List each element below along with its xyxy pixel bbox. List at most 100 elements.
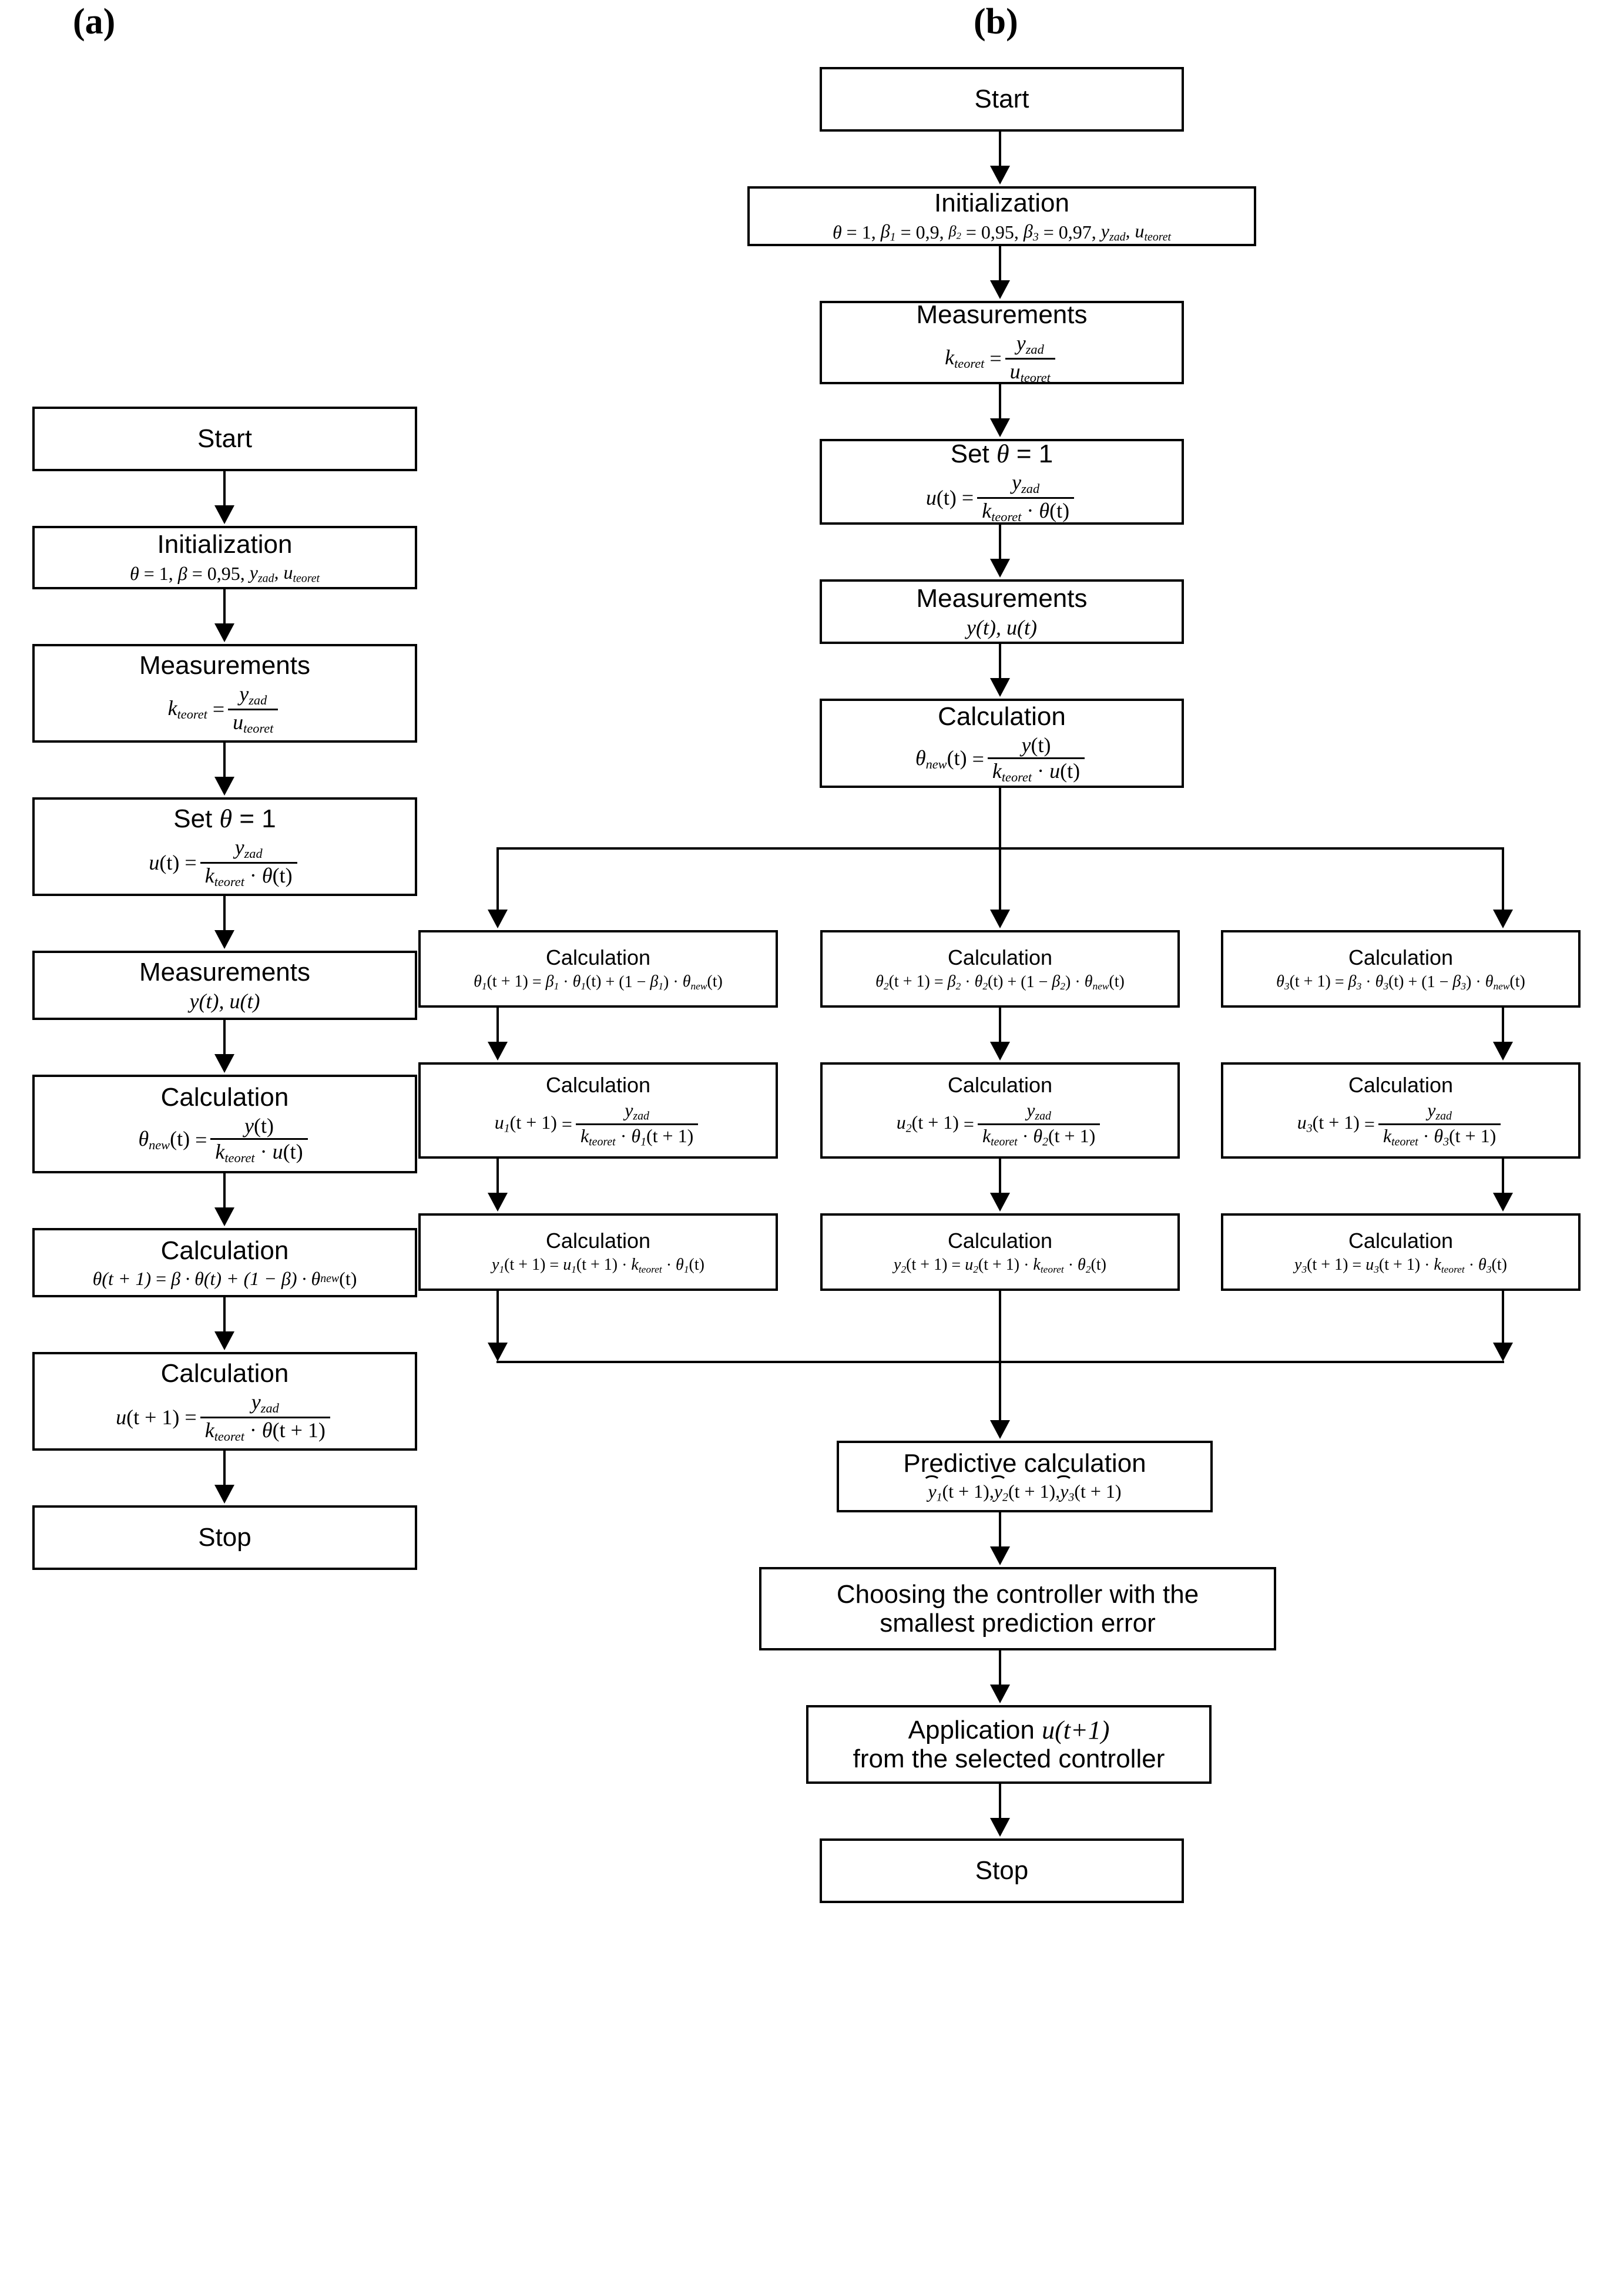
panel-a-caption: (a) (73, 2, 116, 42)
node-b-initialization-formula: θ = 1, β1 = 0,9, β2 = 0,95, β3 = 0,97, y… (832, 220, 1172, 244)
arrowhead-b3-2 (1493, 1193, 1513, 1212)
node-b-predictive-calculation-formula: y1(t + 1), y2(t + 1), y3(t + 1) (928, 1480, 1122, 1504)
node-b1-y-calculation[interactable]: Calculation y1(t + 1) = u1(t + 1) · kteo… (418, 1213, 778, 1291)
node-b-initialization-title: Initialization (934, 188, 1069, 217)
node-b2-y-calculation-title: Calculation (947, 1228, 1053, 1253)
arrowhead-b-6 (990, 1420, 1010, 1439)
arrowhead-b2-1 (990, 1042, 1010, 1061)
connector-a-set-to-meas2 (223, 896, 226, 932)
node-b-measurements-2-title: Measurements (916, 583, 1088, 613)
arrowhead-a-5 (214, 1054, 234, 1073)
node-a-stop[interactable]: Stop (32, 1505, 417, 1570)
node-a-calculation-1-title: Calculation (160, 1083, 289, 1112)
node-b-initialization[interactable]: Initialization θ = 1, β1 = 0,9, β2 = 0,9… (747, 186, 1256, 246)
node-b2-theta-calculation-title: Calculation (947, 945, 1053, 969)
arrowhead-a-4 (214, 930, 234, 949)
node-b-choose-controller[interactable]: Choosing the controller with the smalles… (759, 1567, 1276, 1650)
connector-b-meas2-to-calc (999, 644, 1001, 680)
node-b1-y-calculation-title: Calculation (545, 1228, 651, 1253)
node-b3-u-calculation[interactable]: Calculation u3(t + 1) = yzad kteoret · θ… (1221, 1062, 1581, 1159)
node-a-initialization-formula: θ = 1, β = 0,95, yzad, uteoret (129, 561, 320, 585)
node-b2-theta-calculation[interactable]: Calculation θ2(t + 1) = β2 · θ2(t) + (1 … (820, 930, 1180, 1008)
merge-riser-branch-3 (1502, 1291, 1504, 1357)
node-a-calculation-3[interactable]: Calculation u(t + 1) = yzad kteoret · θ(… (32, 1352, 417, 1451)
fanout-drop-branch-2 (999, 847, 1001, 912)
node-a-set-theta[interactable]: Set θ = 1 u(t) = yzad kteoret · θ(t) (32, 797, 417, 896)
node-b-apply-control-line2: from the selected controller (853, 1744, 1165, 1773)
arrowhead-branch-2 (990, 910, 1010, 928)
node-b3-theta-calculation-title: Calculation (1348, 945, 1454, 969)
connector-b-calc-to-fanout (999, 788, 1001, 850)
node-a-calculation-1[interactable]: Calculation θnew(t) = y(t) kteoret · u(t… (32, 1075, 417, 1173)
node-a-initialization[interactable]: Initialization θ = 1, β = 0,95, yzad, ut… (32, 526, 417, 589)
arrowhead-a-7 (214, 1331, 234, 1350)
node-b2-u-calculation[interactable]: Calculation u2(t + 1) = yzad kteoret · θ… (820, 1062, 1180, 1159)
node-b-measurements-2[interactable]: Measurements y(t), u(t) (820, 579, 1184, 644)
arrowhead-b-7 (990, 1546, 1010, 1565)
node-b-start-title: Start (974, 85, 1029, 114)
node-b3-theta-calculation-formula: θ3(t + 1) = β3 · θ3(t) + (1 − β3) · θnew… (1276, 972, 1525, 992)
node-a-start[interactable]: Start (32, 407, 417, 471)
arrowhead-b1-1 (488, 1042, 508, 1061)
connector-a-init-to-meas1 (223, 589, 226, 626)
node-b-set-theta-title: Set θ = 1 (950, 439, 1053, 468)
node-b-start[interactable]: Start (820, 67, 1184, 132)
node-b2-y-calculation[interactable]: Calculation y2(t + 1) = u2(t + 1) · kteo… (820, 1213, 1180, 1291)
node-a-measurements-1-formula: kteoret = yzad uteoret (168, 683, 282, 736)
arrowhead-b-8 (990, 1685, 1010, 1703)
arrowhead-b-1 (990, 166, 1010, 184)
connector-b-init-to-meas1 (999, 246, 1001, 283)
arrowhead-b-3 (990, 418, 1010, 437)
node-b3-y-calculation[interactable]: Calculation y3(t + 1) = u3(t + 1) · kteo… (1221, 1213, 1581, 1291)
node-a-calculation-2[interactable]: Calculation θ(t + 1) = β · θ(t) + (1 − β… (32, 1228, 417, 1297)
connector-b2-theta-to-u (999, 1008, 1001, 1044)
node-b1-u-calculation[interactable]: Calculation u1(t + 1) = yzad kteoret · θ… (418, 1062, 778, 1159)
arrowhead-merge-1 (488, 1343, 508, 1361)
node-b2-y-calculation-formula: y2(t + 1) = u2(t + 1) · kteoret · θ2(t) (894, 1256, 1106, 1276)
node-b-set-theta[interactable]: Set θ = 1 u(t) = yzad kteoret · θ(t) (820, 439, 1184, 525)
node-b-calculation-theta-new-formula: θnew(t) = y(t) kteoret · u(t) (915, 734, 1088, 784)
node-b1-u-calculation-title: Calculation (545, 1072, 651, 1097)
node-b1-theta-calculation[interactable]: Calculation θ1(t + 1) = β1 · θ1(t) + (1 … (418, 930, 778, 1008)
merge-riser-branch-1 (496, 1291, 499, 1357)
node-b-set-theta-formula: u(t) = yzad kteoret · θ(t) (926, 472, 1078, 524)
node-b3-y-calculation-formula: y3(t + 1) = u3(t + 1) · kteoret · θ3(t) (1294, 1256, 1507, 1276)
node-a-calculation-2-title: Calculation (160, 1236, 289, 1265)
node-b-choose-controller-line1: Choosing the controller with the (836, 1579, 1199, 1609)
node-b-calculation-theta-new-title: Calculation (938, 702, 1066, 732)
node-b-choose-controller-line2: smallest prediction error (880, 1609, 1156, 1638)
node-b-apply-control[interactable]: Application u(t+1) from the selected con… (806, 1705, 1212, 1784)
node-b3-theta-calculation[interactable]: Calculation θ3(t + 1) = β3 · θ3(t) + (1 … (1221, 930, 1581, 1008)
connector-b1-theta-to-u (496, 1008, 499, 1044)
connector-b3-theta-to-u (1502, 1008, 1504, 1044)
node-a-measurements-1-title: Measurements (139, 650, 310, 680)
arrowhead-a-6 (214, 1207, 234, 1226)
node-b-calculation-theta-new[interactable]: Calculation θnew(t) = y(t) kteoret · u(t… (820, 699, 1184, 788)
node-b-stop[interactable]: Stop (820, 1838, 1184, 1903)
node-a-calculation-1-formula: θnew(t) = y(t) kteoret · u(t) (138, 1115, 311, 1165)
node-a-measurements-1[interactable]: Measurements kteoret = yzad uteoret (32, 644, 417, 743)
node-b3-u-calculation-title: Calculation (1348, 1072, 1454, 1097)
arrowhead-branch-3 (1493, 910, 1513, 928)
node-a-calculation-3-title: Calculation (160, 1358, 289, 1388)
node-a-calculation-3-formula: u(t + 1) = yzad kteoret · θ(t + 1) (116, 1391, 334, 1444)
fanout-drop-branch-1 (496, 847, 499, 912)
node-b2-u-calculation-formula: u2(t + 1) = yzad kteoret · θ2(t + 1) (897, 1100, 1103, 1148)
connector-a-meas2-to-calc1 (223, 1020, 226, 1056)
node-a-measurements-2-title: Measurements (139, 957, 310, 987)
node-b-predictive-calculation[interactable]: Predictive calculation y1(t + 1), y2(t +… (837, 1441, 1213, 1512)
y-hat-icon-1: y (928, 1480, 937, 1502)
node-b-measurements-1-title: Measurements (916, 300, 1088, 329)
node-b-measurements-1[interactable]: Measurements kteoret = yzad uteoret (820, 300, 1184, 384)
node-b2-u-calculation-title: Calculation (947, 1072, 1053, 1097)
connector-b1-u-to-y (496, 1159, 499, 1195)
connector-b-choose-to-apply (999, 1650, 1001, 1687)
connector-b-start-to-init (999, 132, 1001, 168)
connector-a-calc3-to-stop (223, 1451, 226, 1487)
arrowhead-a-1 (214, 505, 234, 524)
arrowhead-b-9 (990, 1818, 1010, 1837)
node-a-measurements-2[interactable]: Measurements y(t), u(t) (32, 951, 417, 1020)
arrowhead-merge-3 (1493, 1343, 1513, 1361)
node-b-measurements-2-formula: y(t), u(t) (967, 615, 1037, 639)
